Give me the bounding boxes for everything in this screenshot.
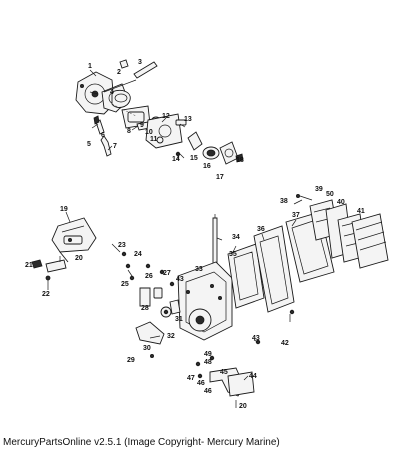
callout-41: 41 [357, 208, 365, 215]
callout-9: 9 [140, 122, 144, 129]
callout-29: 29 [127, 357, 135, 364]
callout-44: 44 [249, 373, 257, 380]
callout-5: 5 [87, 141, 91, 148]
callout-19: 19 [60, 206, 68, 213]
part-callouts: 1 2 3 4 5 6 7 8 9 10 11 12 13 14 15 16 1… [25, 59, 365, 410]
callout-6: 6 [101, 132, 105, 139]
callout-22: 22 [42, 291, 50, 298]
callout-23: 23 [118, 242, 126, 249]
callout-35: 35 [229, 251, 237, 258]
callout-25: 25 [121, 281, 129, 288]
callout-28: 28 [141, 305, 149, 312]
callout-32: 32 [167, 333, 175, 340]
callout-45: 45 [220, 369, 228, 376]
callout-4: 4 [110, 89, 114, 96]
callout-12: 12 [162, 113, 170, 120]
callout-24: 24 [134, 251, 142, 258]
reed-blocks [309, 199, 389, 269]
callout-33: 33 [195, 266, 203, 273]
callout-10: 10 [145, 129, 153, 136]
callout-42: 42 [281, 340, 289, 347]
callout-20b: 20 [239, 403, 247, 410]
callout-17: 17 [216, 174, 224, 181]
callout-13: 13 [184, 116, 192, 123]
callout-2: 2 [117, 69, 121, 76]
callout-46b: 46 [197, 380, 205, 387]
callout-43b: 43 [252, 335, 260, 342]
lower-linkage [149, 339, 261, 408]
callout-36: 36 [257, 226, 265, 233]
callout-11: 11 [150, 136, 158, 143]
callout-43: 43 [176, 276, 184, 283]
callout-14: 14 [172, 156, 180, 163]
callout-27: 27 [163, 270, 171, 277]
leader-lines [65, 69, 303, 381]
callout-8: 8 [127, 128, 131, 135]
callout-1: 1 [88, 63, 92, 70]
callout-34: 34 [232, 234, 240, 241]
callout-16: 16 [203, 163, 211, 170]
callout-30: 30 [143, 345, 151, 352]
callout-3: 3 [138, 59, 142, 66]
callout-7: 7 [113, 143, 117, 150]
callout-20: 20 [75, 255, 83, 262]
callout-26: 26 [145, 273, 153, 280]
callout-47: 47 [187, 375, 195, 382]
callout-18: 18 [236, 157, 244, 164]
fastener-marks [121, 193, 313, 287]
callout-38: 38 [280, 198, 288, 205]
callout-31: 31 [175, 316, 183, 323]
callout-50: 50 [326, 191, 334, 198]
left-bracket-assembly [31, 217, 97, 290]
callout-49: 49 [204, 351, 212, 358]
callout-39: 39 [315, 186, 323, 193]
center-housing [135, 261, 233, 345]
upper-assembly [75, 59, 244, 165]
callout-46: 46 [204, 388, 212, 395]
callout-15: 15 [190, 155, 198, 162]
callout-40: 40 [337, 199, 345, 206]
callout-37: 37 [292, 212, 300, 219]
copyright-caption: MercuryPartsOnline v2.5.1 (Image Copyrig… [3, 437, 280, 448]
callout-21: 21 [25, 262, 33, 269]
callout-48: 48 [204, 359, 212, 366]
